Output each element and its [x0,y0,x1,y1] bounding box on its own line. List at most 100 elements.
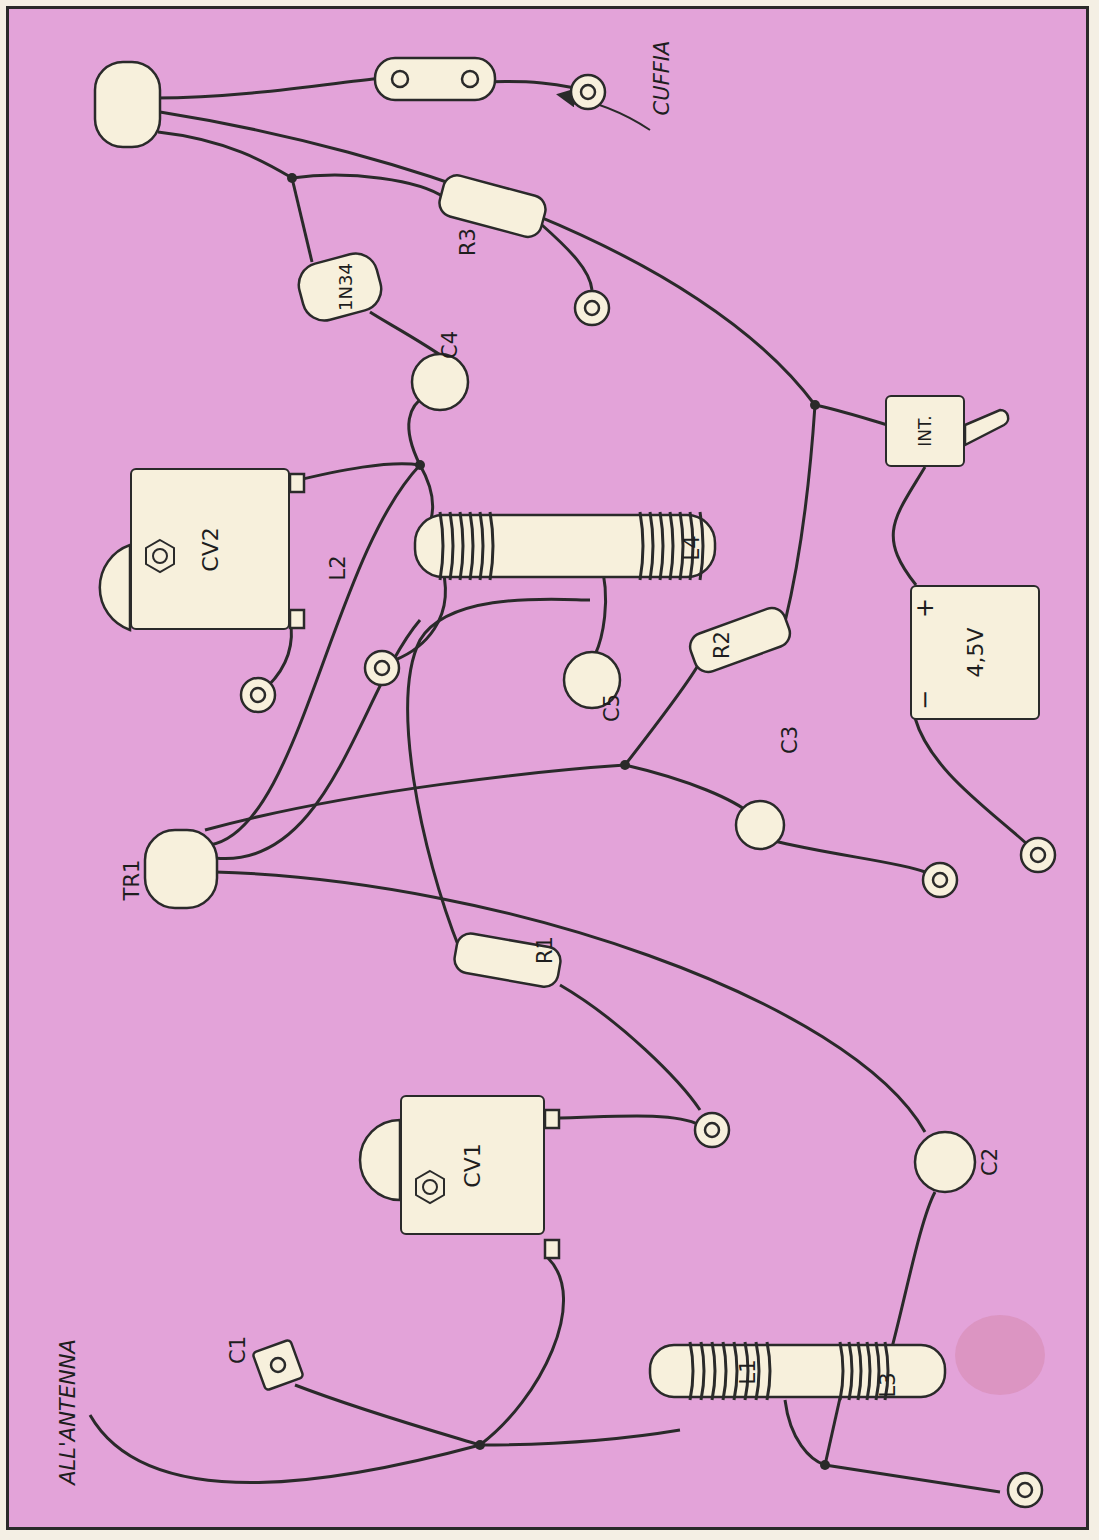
drawing-part [1008,1473,1042,1507]
coil-winding [849,1342,852,1400]
part-name: C4 [438,331,462,359]
drawing-part [933,873,947,887]
terminal-note: CUFFIA [650,41,674,116]
drawing-part [287,173,297,183]
nut-symbol [140,536,180,576]
part-name: R2 [710,631,734,659]
drawing-part [686,604,794,676]
drawing-part [294,249,386,326]
coil-windings [440,512,888,1400]
drawing-part [915,718,1028,845]
drawing-part [452,931,562,989]
drawing-part [1021,838,1055,872]
drawing-part [436,172,548,240]
drawing-part [462,71,478,87]
drawing-part [548,1116,700,1125]
coil-winding [670,512,673,580]
drawing-part [480,1430,680,1445]
coil-winding [723,1342,726,1400]
drawing-part [820,1460,830,1470]
component-label: CV2 [197,527,222,571]
terminal-note: ALL'ANTENNA [56,1339,80,1485]
drawing-part [160,112,888,425]
coil-winding [650,512,653,580]
stain [955,1315,1045,1395]
drawing-part [923,863,957,897]
drawing-part [90,1415,480,1483]
drawing-part [158,132,292,178]
drawing-part [955,1315,1045,1395]
component-label: 4,5V [962,627,987,677]
drawing-part [695,1113,729,1147]
drawing-part [415,460,425,470]
drawing-part [271,1358,285,1372]
drawing-part [241,75,1055,1507]
panel-ground [6,6,1089,1530]
drawing-part [409,396,425,465]
drawing-part [392,71,408,87]
drawing-part [205,765,625,830]
coil-winding [640,512,643,580]
drawing-part [542,225,592,290]
drawing-part [252,1339,303,1390]
polarity-mark: + [911,598,939,618]
drawing-part [810,400,820,410]
coil-winding [660,512,663,580]
drawing-part [890,1192,935,1355]
drawing-part [1031,848,1045,862]
drawing-part [475,1440,485,1450]
coil-winding [690,1342,693,1400]
part-name: C1 [226,1336,250,1364]
drawing-part [290,464,420,482]
coil-winding [858,1342,861,1400]
drawing-part [915,1132,975,1192]
nut-symbol [410,1167,450,1207]
coil-winding [867,1342,870,1400]
coil-winding [460,512,463,580]
wire [893,467,925,585]
variable-capacitor: CV2 [130,468,290,630]
part-name: C5 [600,694,624,722]
drawing-part [415,515,715,577]
polarity-mark: − [911,690,939,710]
part-name: L2 [326,555,350,580]
coil-winding [490,512,493,580]
drawing-part [375,58,495,100]
part-name: L3 [876,1372,900,1397]
coil-winding [840,1342,843,1400]
drawing-part [545,1110,559,1128]
part-name: 1N34 [335,263,356,311]
part-name: TR1 [120,860,144,901]
part-name: C3 [778,726,802,754]
drawing-part [292,178,312,262]
drawing-part [785,1400,1000,1492]
coil-winding [480,512,483,580]
drawing-part [292,175,445,198]
drawing-part [365,651,399,685]
drawing-part [585,301,599,315]
drawing-part [965,410,1008,445]
coil-winding [712,1342,715,1400]
drawing-part [736,801,784,849]
variable-capacitor: CV1 [400,1095,545,1235]
drawing-part [408,599,590,950]
drawing-part [295,1385,480,1445]
drawing-part [705,1123,719,1137]
drawing-part [145,830,217,908]
drawing-part [575,291,609,325]
part-name: L4 [680,535,704,560]
drawing-part [581,85,595,99]
coil-winding [450,512,453,580]
drawing-part [412,354,468,410]
drawing-part [571,75,605,109]
component-label: INT. [915,415,935,447]
coil-winding [440,512,443,580]
drawing-part [545,1240,559,1258]
wires [90,78,1028,1492]
part-name: C2 [978,1148,1002,1176]
drawing-part [1018,1483,1032,1497]
drawing-part [290,474,304,492]
drawing-part [215,620,420,859]
drawing-part [251,688,265,702]
